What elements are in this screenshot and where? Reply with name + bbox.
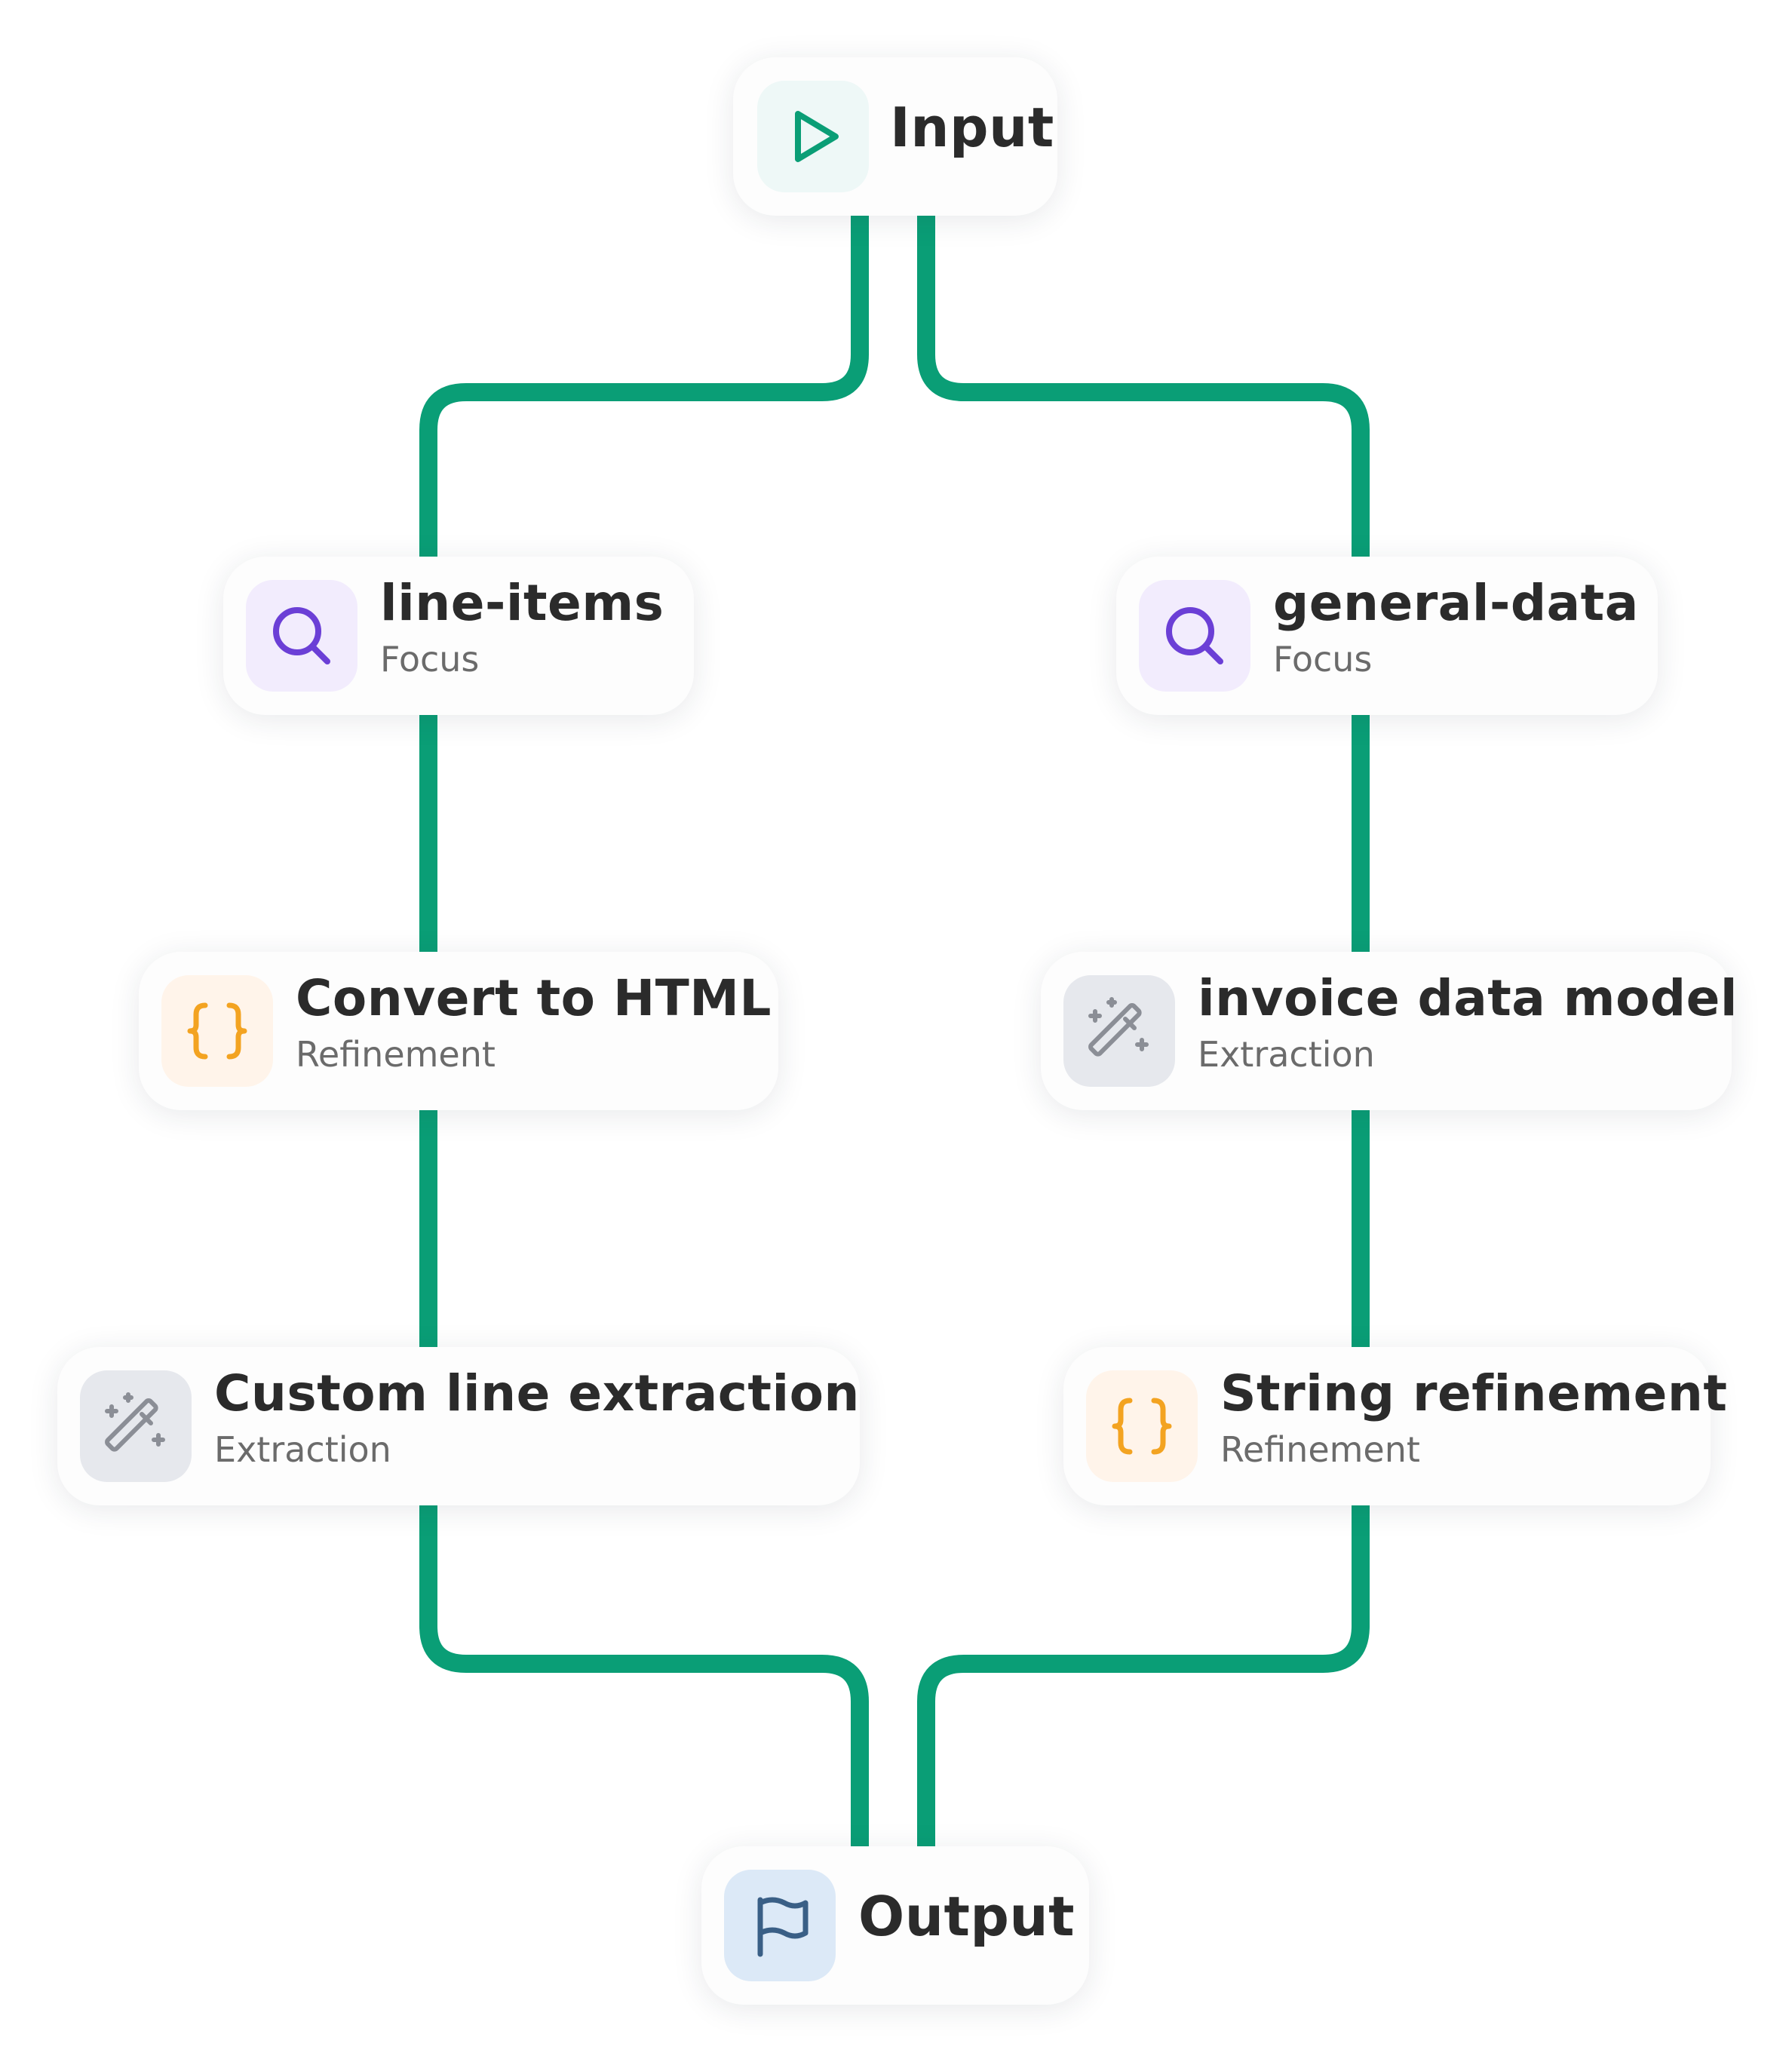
search-icon — [246, 580, 357, 692]
custom-line-extraction-title: Custom line extraction — [214, 1364, 860, 1422]
string-refinement-subtitle: Refinement — [1220, 1428, 1420, 1470]
invoice-data-model-subtitle: Extraction — [1198, 1033, 1375, 1075]
convert-to-html-title: Convert to HTML — [296, 969, 772, 1027]
play-icon — [757, 81, 869, 192]
general-data-node[interactable]: general-data Focus — [1116, 557, 1658, 715]
invoice-data-model-title: invoice data model — [1198, 969, 1738, 1027]
input-node[interactable]: Input — [733, 57, 1057, 216]
line-items-subtitle: Focus — [380, 638, 480, 680]
magic-wand-icon — [1063, 975, 1175, 1087]
magic-wand-icon — [80, 1370, 192, 1482]
braces-icon — [161, 975, 273, 1087]
connector-right-output — [917, 1501, 1370, 1846]
string-refinement-title: String refinement — [1220, 1364, 1728, 1422]
convert-to-html-node[interactable]: Convert to HTML Refinement — [139, 952, 778, 1110]
input-title: Input — [890, 96, 1054, 159]
general-data-subtitle: Focus — [1273, 638, 1373, 680]
string-refinement-node[interactable]: String refinement Refinement — [1063, 1347, 1727, 1505]
connector-input-left — [419, 211, 869, 558]
connector-input-right — [917, 211, 1370, 558]
output-node[interactable]: Output — [701, 1846, 1089, 2005]
line-items-title: line-items — [380, 574, 664, 632]
custom-line-extraction-node[interactable]: Custom line extraction Extraction — [57, 1347, 860, 1505]
convert-to-html-subtitle: Refinement — [296, 1033, 496, 1075]
flag-icon — [724, 1870, 836, 1981]
output-title: Output — [858, 1885, 1076, 1948]
invoice-data-model-node[interactable]: invoice data model Extraction — [1041, 952, 1738, 1110]
custom-line-extraction-subtitle: Extraction — [214, 1428, 391, 1470]
general-data-title: general-data — [1273, 574, 1639, 632]
search-icon — [1139, 580, 1250, 692]
line-items-node[interactable]: line-items Focus — [223, 557, 694, 715]
braces-icon — [1086, 1370, 1198, 1482]
connector-left-output — [419, 1501, 869, 1846]
